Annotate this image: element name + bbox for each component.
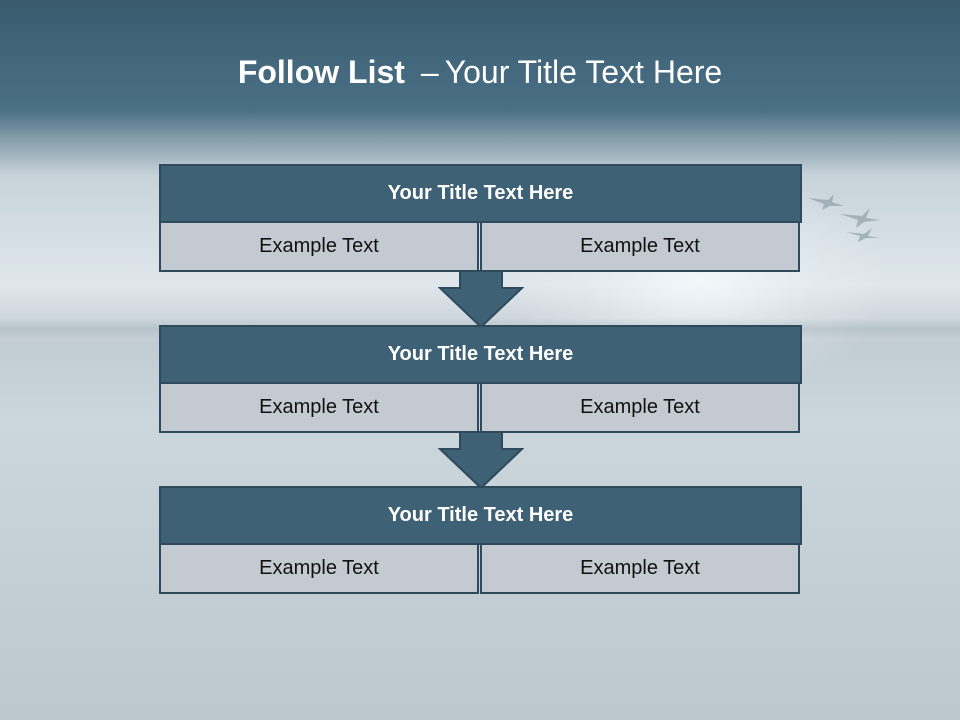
- title-bold: Follow List: [237, 54, 405, 90]
- list-block-2: Your Title Text Here Example Text Exampl…: [159, 325, 802, 433]
- block-right-text: Example Text: [480, 221, 800, 272]
- list-block-3: Your Title Text Here Example Text Exampl…: [159, 486, 802, 594]
- title-rest: Your Title Text Here: [444, 54, 723, 90]
- down-arrow-icon: [438, 270, 524, 328]
- block-title: Your Title Text Here: [159, 164, 802, 223]
- list-block-1: Your Title Text Here Example Text Exampl…: [159, 164, 802, 272]
- block-left-text: Example Text: [159, 382, 479, 433]
- block-title: Your Title Text Here: [159, 325, 802, 384]
- birds-icon: [808, 194, 880, 242]
- block-right-text: Example Text: [480, 382, 800, 433]
- slide-title: Follow List–Your Title Text Here: [0, 54, 960, 91]
- block-left-text: Example Text: [159, 221, 479, 272]
- title-separator: –: [420, 54, 439, 90]
- block-right-text: Example Text: [480, 543, 800, 594]
- block-left-text: Example Text: [159, 543, 479, 594]
- down-arrow-icon: [438, 431, 524, 489]
- block-title: Your Title Text Here: [159, 486, 802, 545]
